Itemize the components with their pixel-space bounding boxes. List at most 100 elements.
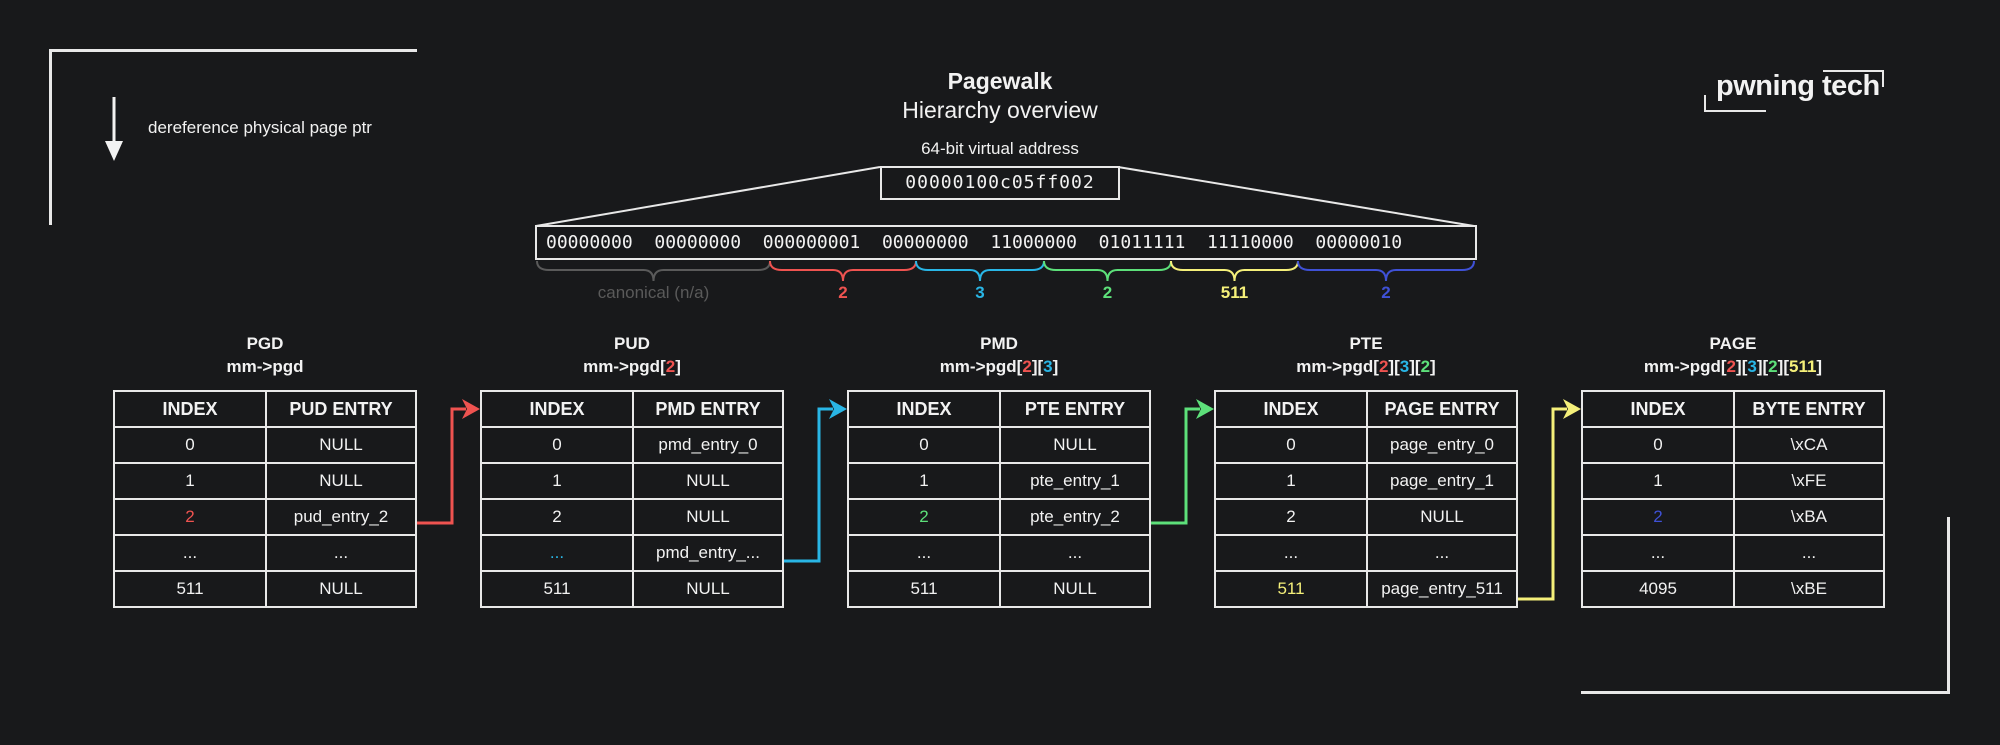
logo: pwning tech	[1716, 70, 1880, 103]
entry-cell: ...	[265, 534, 417, 572]
entry-cell: NULL	[999, 570, 1151, 608]
fan-line-right	[1117, 166, 1475, 227]
index-cell: 511	[113, 570, 267, 608]
brace-pgd	[769, 260, 917, 282]
bit-field-label-canonical: canonical (n/a)	[597, 283, 710, 302]
index-cell: ...	[1581, 534, 1735, 572]
index-cell: 511	[480, 570, 634, 608]
corner-bracket-bottom-right-horizontal	[1581, 691, 1950, 694]
table-name: PTE	[1349, 334, 1383, 353]
entry-cell: pud_entry_2	[265, 498, 417, 536]
index-cell: 2	[1214, 498, 1368, 536]
table-path-prefix: mm->pgd	[583, 357, 661, 376]
address-label: 64-bit virtual address	[921, 139, 1079, 158]
corner-bracket-top-left-horizontal	[49, 49, 417, 52]
index-cell: 2	[113, 498, 267, 536]
index-cell: 0	[1214, 426, 1368, 464]
bracket: [	[1016, 357, 1023, 376]
index-cell: ...	[847, 534, 1001, 572]
connector-arrow-pud-to-pmd	[784, 407, 833, 563]
table-path-index: 2	[1378, 357, 1389, 376]
entry-cell: pmd_entry_0	[632, 426, 784, 464]
index-cell: 0	[480, 426, 634, 464]
table-path-index: 2	[665, 357, 676, 376]
arrowhead-icon	[1196, 399, 1214, 419]
page-title: Pagewalk	[947, 68, 1053, 94]
page-subtitle: Hierarchy overview	[902, 97, 1098, 123]
bracket: ]	[1052, 357, 1059, 376]
entry-cell: page_entry_511	[1366, 570, 1518, 608]
table-row: 4095\xBE	[1581, 570, 1885, 608]
entry-cell: pte_entry_2	[999, 498, 1151, 536]
logo-text: pwning tech	[1716, 70, 1880, 102]
index-cell: 2	[480, 498, 634, 536]
logo-bracket-bottom	[1704, 110, 1766, 112]
table-path-index: 2	[1726, 357, 1737, 376]
table-path-prefix: mm->pgd	[939, 357, 1017, 376]
table-name: PGD	[246, 334, 284, 353]
bracket: [	[1394, 357, 1400, 376]
table-row: ......	[847, 534, 1151, 572]
table-name: PMD	[980, 334, 1018, 353]
bracket: ]	[1756, 357, 1763, 376]
bracket: [	[660, 357, 666, 376]
table-row: ...pmd_entry_...	[480, 534, 784, 572]
table-row: 1\xFE	[1581, 462, 1885, 500]
virtual-address-hex: 00000100c05ff002	[880, 166, 1120, 200]
entry-cell: page_entry_1	[1366, 462, 1518, 500]
index-cell: ...	[113, 534, 267, 572]
arrowhead-icon	[462, 399, 480, 419]
bracket: ]	[1388, 357, 1395, 376]
table-name: PUD	[614, 334, 650, 353]
brace-pte	[1170, 260, 1299, 282]
column-header-index: INDEX	[847, 390, 1001, 428]
entry-cell: NULL	[265, 462, 417, 500]
bracket: [	[1762, 357, 1769, 376]
bracket: [	[1741, 357, 1748, 376]
virtual-address-binary: 00000000 00000000 000000001 00000000 110…	[535, 225, 1477, 260]
index-cell: 0	[1581, 426, 1735, 464]
index-cell: ...	[1214, 534, 1368, 572]
column-header-entry: PUD ENTRY	[265, 390, 417, 428]
index-cell: 1	[1214, 462, 1368, 500]
table-path-index: 2	[1768, 357, 1778, 376]
entry-cell: NULL	[265, 570, 417, 608]
bracket: ]	[1031, 357, 1038, 376]
table-title-page: PAGE mm->pgd[2][3][2][511]	[1581, 334, 1885, 377]
fan-line-left	[535, 166, 881, 227]
column-header-entry: PTE ENTRY	[999, 390, 1151, 428]
logo-bracket-left	[1704, 95, 1706, 112]
entry-cell: NULL	[265, 426, 417, 464]
entry-cell: page_entry_0	[1366, 426, 1518, 464]
table-path-index: 3	[1399, 357, 1410, 376]
entry-cell: pmd_entry_...	[632, 534, 784, 572]
entry-cell: NULL	[999, 426, 1151, 464]
logo-bracket-top	[1823, 70, 1884, 72]
table-path-prefix: mm->pgd	[226, 357, 304, 376]
entry-cell: NULL	[632, 498, 784, 536]
table-path-index: 3	[1043, 357, 1053, 376]
table-path: mm->pgd[2][3]	[847, 357, 1151, 377]
bit-field-label-pmd: 2	[1102, 283, 1113, 302]
bracket: [	[1720, 357, 1727, 376]
bit-field-label-pte: 511	[1220, 283, 1249, 302]
table-path: mm->pgd[2][3][2][511]	[1581, 357, 1885, 377]
bit-field-label-offset: 2	[1381, 283, 1391, 302]
table-name: PAGE	[1709, 334, 1757, 353]
entry-cell: \xBA	[1733, 498, 1885, 536]
bracket: [	[1414, 357, 1421, 376]
